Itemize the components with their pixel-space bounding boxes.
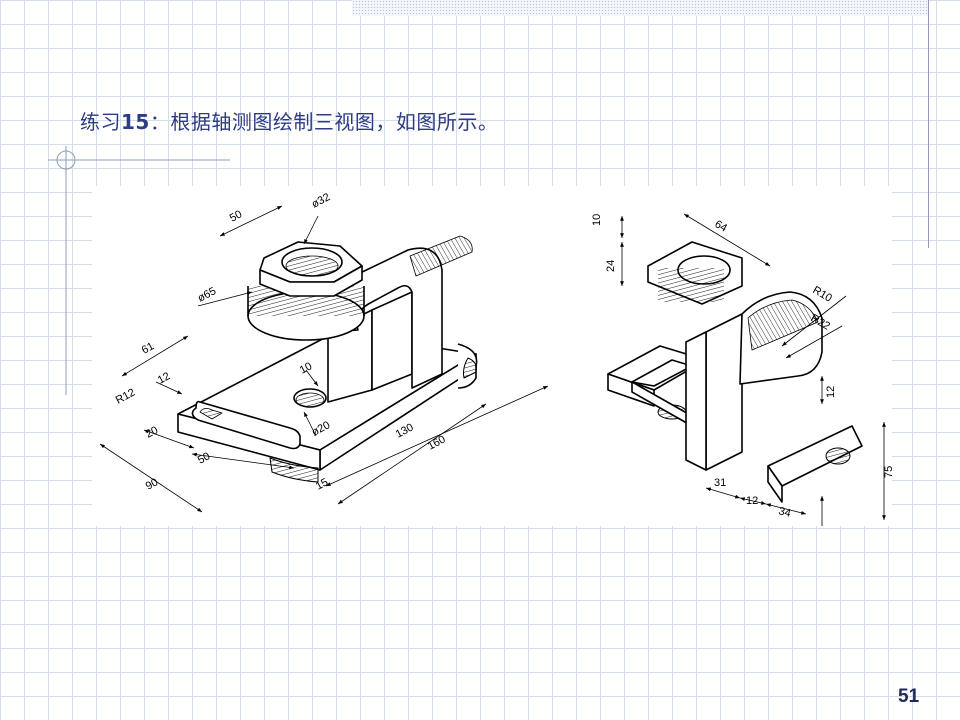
title-text: ：根据轴测图绘制三视图，如图所示。: [149, 110, 499, 134]
foot-left-plate: [631, 381, 693, 427]
dimensions-left: [99, 205, 549, 513]
bracket-curve-hatch: [409, 235, 473, 277]
hex-nut-side: [259, 265, 363, 297]
dim-label: ø32: [310, 191, 332, 211]
dim-label: 90: [144, 476, 160, 492]
hex-hole-hatch: [285, 255, 339, 277]
dim-label: 10: [298, 360, 314, 376]
dim-label: 34: [777, 505, 792, 520]
title-number: 15: [121, 110, 150, 134]
dim-label: 12: [156, 370, 172, 386]
dim-label: 12: [825, 386, 837, 398]
dim-label: 10: [591, 214, 603, 226]
dim-label: 20: [144, 424, 160, 440]
dim-label: R10: [811, 284, 834, 304]
dim-label: 75: [883, 466, 892, 478]
dimensions-right: [620, 213, 886, 526]
page-number: 51: [898, 686, 920, 707]
drawings-svg: 50 ø32 ø65 61 12 R12 20 50 90 10 ø20 130…: [99, 191, 892, 526]
dim-label: 50: [228, 208, 244, 224]
dim-label: 61: [140, 340, 156, 356]
dim-label: 64: [713, 218, 730, 235]
slide-title: 练习15：根据轴测图绘制三视图，如图所示。: [80, 106, 498, 135]
dim-label: 160: [426, 433, 448, 452]
fork-hatch: [658, 268, 724, 302]
slot-hatch: [199, 408, 223, 420]
dim-label: 31: [714, 477, 726, 489]
hole-phi20-hatch: [295, 392, 325, 408]
column-side: [685, 331, 707, 471]
foot-right-hole: [825, 447, 851, 465]
base-plate-end-hatch-1: [463, 357, 477, 379]
dim-label: 15: [314, 476, 330, 492]
right-accent-line: [928, 0, 929, 248]
dim-label: R12: [114, 387, 137, 407]
foot-right-front: [767, 465, 783, 503]
drawing-panel: 50 ø32 ø65 61 12 R12 20 50 90 10 ø20 130…: [92, 186, 892, 526]
title-prefix: 练习: [80, 110, 121, 134]
bracket-side-face: [371, 291, 413, 391]
dim-label: 130: [394, 421, 416, 440]
isometric-part-right: [607, 241, 863, 503]
column-front: [705, 313, 743, 471]
slide-decoration: [48, 146, 230, 395]
dim-label: 50: [196, 450, 212, 466]
dim-label: 12: [746, 495, 758, 507]
dim-label: 24: [605, 260, 617, 272]
top-dotted-band: [352, 0, 928, 16]
